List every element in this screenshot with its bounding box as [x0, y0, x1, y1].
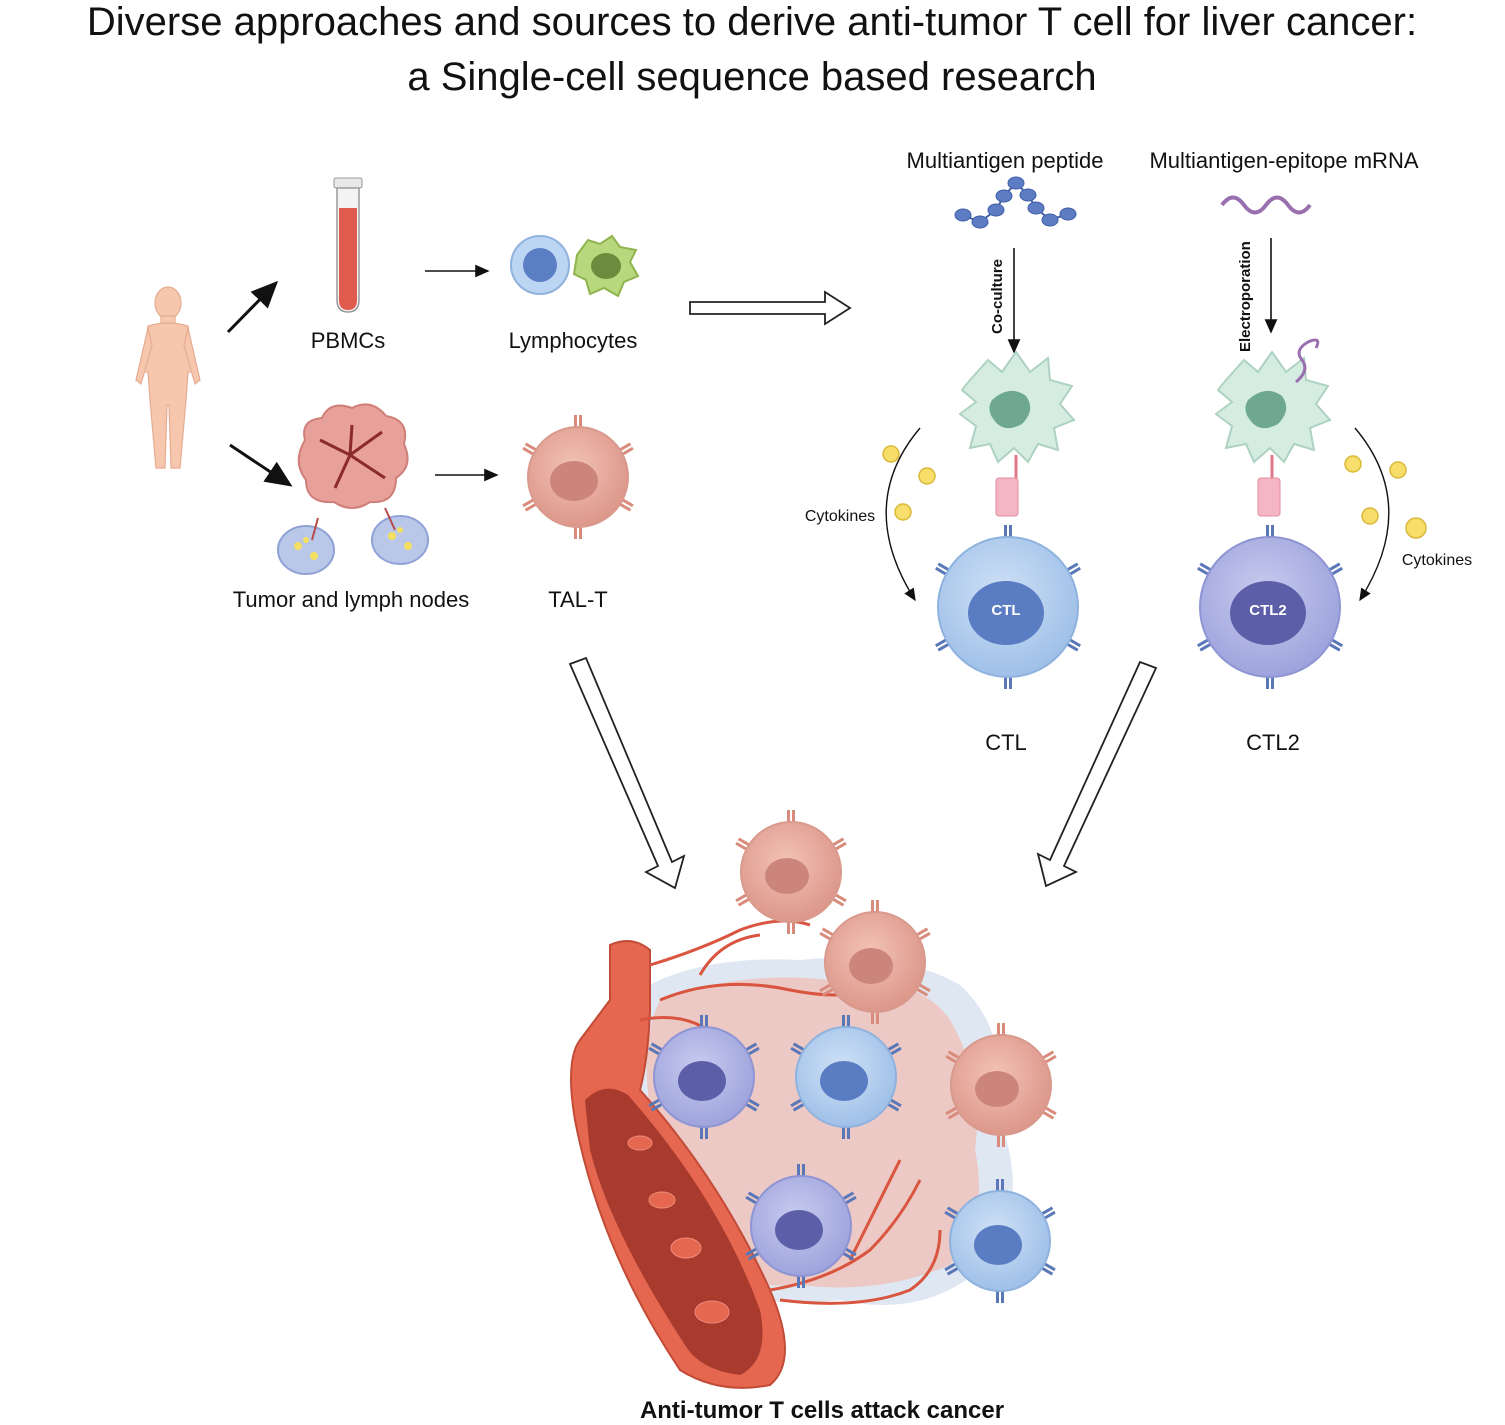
tumor-icon	[297, 403, 409, 509]
mrna-strand-icon	[1220, 195, 1312, 215]
lymphocyte-icon	[510, 235, 570, 295]
lymph-node-icon	[277, 517, 335, 575]
label-cytokines-left: Cytokines	[805, 508, 875, 525]
ctl2-cell-icon	[745, 1164, 857, 1288]
arrow-to-tumor	[229, 443, 293, 487]
label-bottom: Anti-tumor T cells attack cancer	[640, 1397, 1004, 1424]
cytokine-icon	[882, 445, 936, 521]
ctl2-cell-icon	[648, 1015, 760, 1139]
mhc-complex	[1257, 477, 1281, 517]
ctl-cell-icon	[944, 1179, 1056, 1303]
cytokine-arrow-left	[885, 427, 921, 602]
title-line-2: a Single-cell sequence based research	[407, 55, 1096, 99]
ctl-inner-label: CTL	[991, 602, 1020, 619]
label-ctl2: CTL2	[1246, 730, 1300, 755]
tal-t-cell-icon	[522, 415, 634, 539]
ctl-cell-icon	[790, 1015, 902, 1139]
label-coculture: Co-culture	[989, 259, 1006, 334]
label-pbmcs: PBMCs	[311, 328, 386, 353]
label-tal-t: TAL-T	[548, 587, 607, 612]
blood-tube-icon	[333, 177, 363, 313]
ctl-cell-icon	[934, 525, 1082, 689]
label-multiantigen-peptide: Multiantigen peptide	[907, 148, 1104, 173]
hollow-arrow-right-down	[1036, 660, 1158, 888]
ctl2-inner-label: CTL2	[1249, 602, 1287, 619]
cytokine-arrow-right	[1354, 427, 1390, 602]
arrow-to-pbmcs	[226, 280, 279, 334]
tal-t-cell-icon	[735, 810, 847, 934]
title-line-1: Diverse approaches and sources to derive…	[87, 0, 1417, 44]
hollow-arrow-to-activation	[689, 290, 852, 326]
lymph-node-icon	[371, 507, 429, 565]
mhc-complex	[995, 477, 1019, 517]
label-ctl: CTL	[985, 730, 1027, 755]
macrophage-icon	[572, 234, 640, 298]
ctl2-cell-icon	[1196, 525, 1344, 689]
human-body-icon	[135, 286, 201, 469]
peptide-chain-icon	[954, 176, 1077, 229]
dendritic-cell-icon	[1214, 338, 1332, 464]
tal-t-cell-icon	[945, 1023, 1057, 1147]
tal-t-cell-icon	[819, 900, 931, 1024]
label-multiantigen-mrna: Multiantigen-epitope mRNA	[1149, 148, 1418, 173]
label-cytokines-right: Cytokines	[1402, 552, 1472, 569]
hollow-arrow-left-down	[568, 656, 686, 890]
label-lymphocytes: Lymphocytes	[509, 328, 638, 353]
dendritic-cell-icon	[958, 350, 1076, 464]
label-tumor-lymph: Tumor and lymph nodes	[233, 587, 469, 612]
blood-vessel-icon	[570, 940, 786, 1389]
cytokine-icon	[1344, 455, 1427, 539]
label-electroporation: Electroporation	[1237, 241, 1254, 352]
